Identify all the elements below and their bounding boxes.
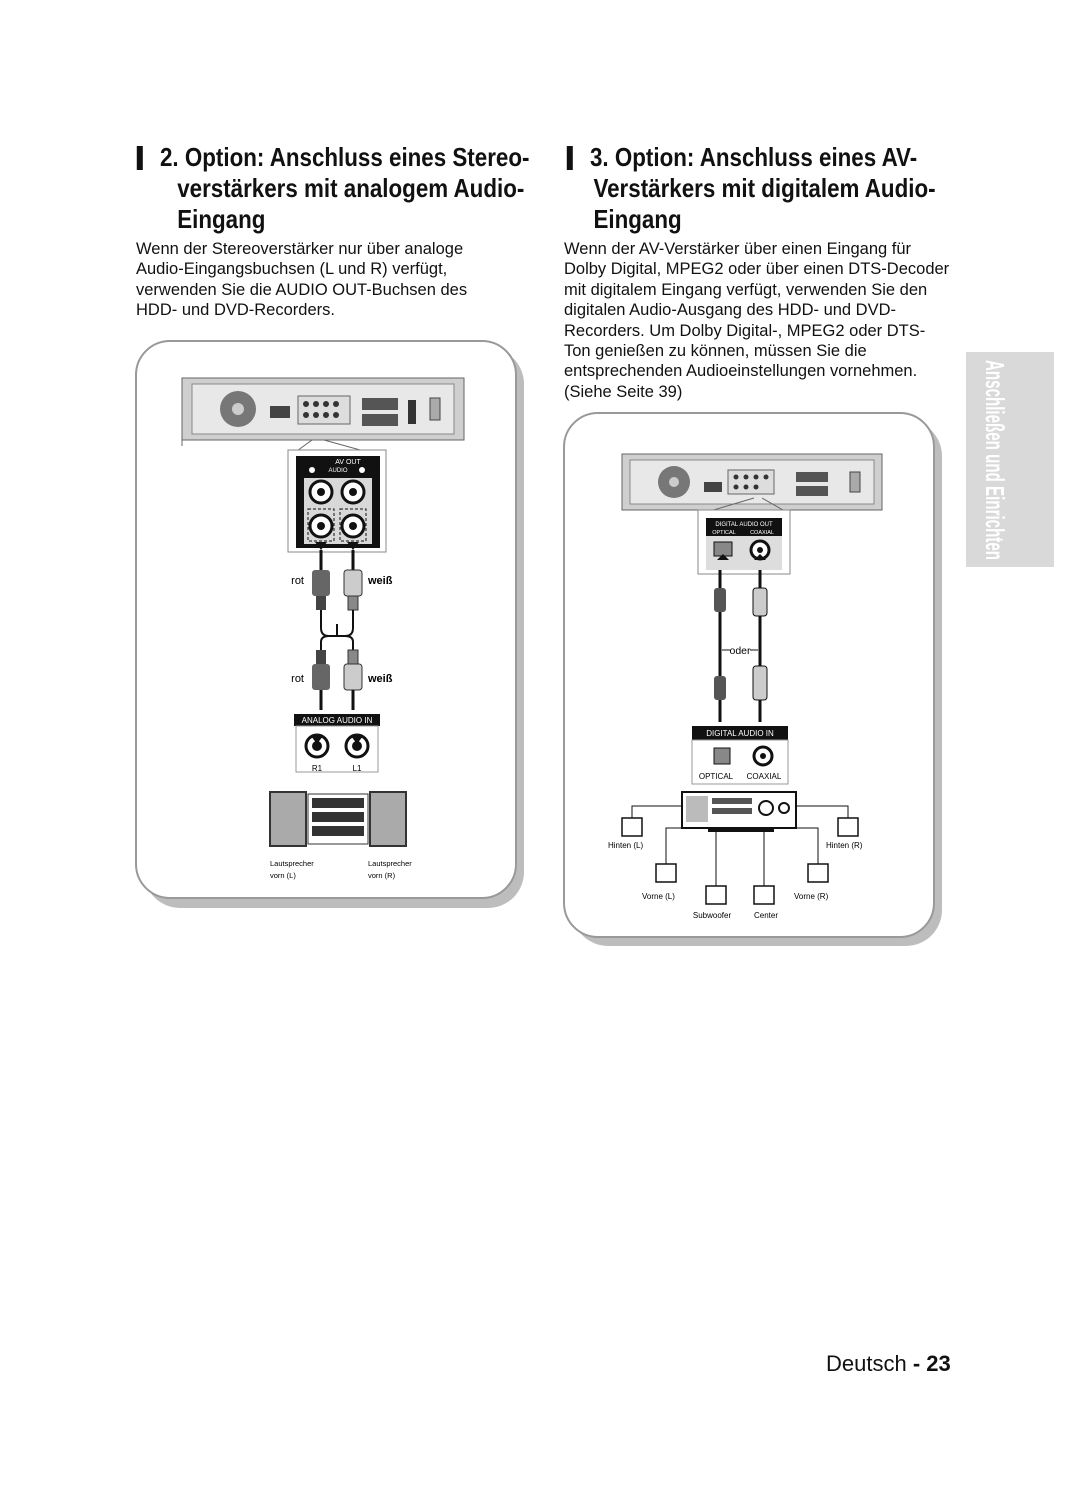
label-oder: oder xyxy=(729,645,751,657)
chapter-side-tab-label: Anschließen und Einrichten xyxy=(980,360,1010,560)
body-line: entsprechenden Audioeinstellungen vorneh… xyxy=(564,362,918,381)
left-connection-diagram: AV OUT AUDIO rot weiß rot weiß ANALOG AU… xyxy=(135,340,524,908)
heading-line-3: Eingang xyxy=(593,204,682,234)
body-line: Ton genießen zu können, müssen Sie die xyxy=(564,342,867,361)
heading-line-1: 3. Option: Anschluss eines AV- xyxy=(590,142,918,172)
recorder-rear-panel xyxy=(181,377,465,446)
body-line: Wenn der Stereoverstärker nur über analo… xyxy=(136,240,464,258)
speaker-right-label: Lautsprecher xyxy=(368,859,412,868)
speaker-left-label: Lautsprecher xyxy=(270,859,314,868)
label-l1: L1 xyxy=(353,764,362,773)
label-subwoofer: Subwoofer xyxy=(693,911,732,920)
digital-audio-out-label: DIGITAL AUDIO OUT xyxy=(715,522,773,528)
body-line: mit digitalem Eingang verfügt, verwenden… xyxy=(564,280,928,299)
heading-line-3: Eingang xyxy=(177,204,266,234)
chapter-side-tab xyxy=(966,352,1054,567)
speaker-right-label: vorn (R) xyxy=(368,871,396,880)
label-weiss: weiß xyxy=(367,575,393,587)
body-line: (Siehe Seite 39) xyxy=(564,382,683,401)
body-line: Dolby Digital, MPEG2 oder über einen DTS… xyxy=(564,260,950,279)
analog-audio-in-label: ANALOG AUDIO IN xyxy=(302,716,373,725)
speaker-left-label: vorn (L) xyxy=(270,871,296,880)
speaker-front-right-icon xyxy=(807,863,829,883)
body-line: Wenn der AV-Verstärker über einen Eingan… xyxy=(564,240,912,258)
body-line: HDD- und DVD-Recorders. xyxy=(136,301,335,320)
optical-label: OPTICAL xyxy=(712,530,736,536)
label-vorne-l: Vorne (L) xyxy=(642,892,675,901)
speaker-rear-right-icon xyxy=(837,817,859,837)
section-heading-option-2: 2. Option: Anschluss eines Stereo- verst… xyxy=(136,142,530,235)
label-hinten-r: Hinten (R) xyxy=(826,841,863,850)
heading-line-2: verstärkers mit analogem Audio- xyxy=(177,173,525,203)
page-number: 23 xyxy=(926,1351,951,1376)
page-footer: Deutsch - 23 xyxy=(826,1351,951,1377)
footer-separator: - xyxy=(912,1351,921,1376)
section-heading-option-3: 3. Option: Anschluss eines AV- Verstärke… xyxy=(566,142,936,235)
subwoofer-icon xyxy=(705,885,727,905)
body-line: digitalen Audio-Ausgang des HDD- und DVD… xyxy=(564,301,897,320)
label-rot: rot xyxy=(291,575,304,587)
heading-line-2: Verstärkers mit digitalem Audio- xyxy=(593,173,936,203)
label-rot: rot xyxy=(291,673,304,685)
optical-label: OPTICAL xyxy=(699,772,734,781)
center-speaker-icon xyxy=(753,885,775,905)
label-r1: R1 xyxy=(312,764,323,773)
label-hinten-l: Hinten (L) xyxy=(608,841,643,850)
coaxial-label: COAXIAL xyxy=(747,772,782,781)
body-line: Recorders. Um Dolby Digital-, MPEG2 oder… xyxy=(564,321,926,340)
coaxial-label: COAXIAL xyxy=(750,530,774,536)
body-line: Audio-Eingangsbuchsen (L und R) verfügt, xyxy=(136,260,448,279)
heading-bar xyxy=(566,146,573,170)
av-out-label: AV OUT xyxy=(335,459,361,466)
audio-label: AUDIO xyxy=(328,468,347,474)
speaker-front-left-icon xyxy=(655,863,677,883)
heading-bar xyxy=(136,146,143,170)
right-connection-diagram: DIGITAL AUDIO OUT OPTICAL COAXIAL oder D… xyxy=(563,412,942,946)
stereo-system-icon xyxy=(269,791,407,847)
left-body-text: Wenn der Stereoverstärker nur über analo… xyxy=(136,239,467,321)
av-amplifier-icon xyxy=(681,791,797,832)
body-line: verwenden Sie die AUDIO OUT-Buchsen des xyxy=(136,280,468,299)
heading-line-1: 2. Option: Anschluss eines Stereo- xyxy=(160,142,530,172)
label-weiss: weiß xyxy=(367,673,393,685)
digital-audio-in-label: DIGITAL AUDIO IN xyxy=(706,729,774,738)
recorder-rear-panel xyxy=(621,453,883,511)
footer-language: Deutsch xyxy=(826,1351,907,1376)
label-vorne-r: Vorne (R) xyxy=(794,892,829,901)
right-body-text: Wenn der AV-Verstärker über einen Eingan… xyxy=(564,239,949,402)
label-center: Center xyxy=(754,911,778,920)
svg-text:Anschließen und Einrichten: Anschließen und Einrichten xyxy=(980,360,1010,560)
speaker-rear-left-icon xyxy=(621,817,643,837)
